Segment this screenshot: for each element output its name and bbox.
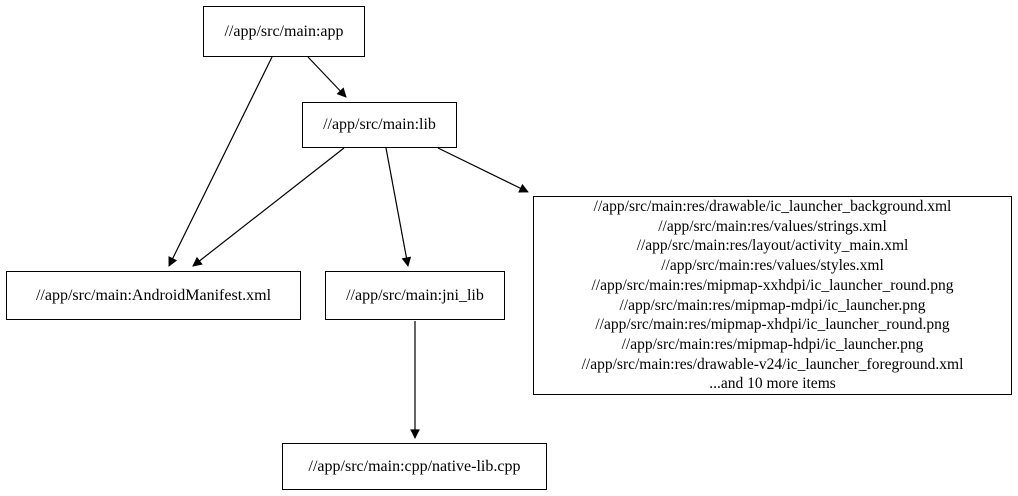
node-lib: //app/src/main:lib: [302, 102, 457, 148]
res-file-line: //app/src/main:res/mipmap-hdpi/ic_launch…: [621, 335, 924, 353]
node-native-lib-cpp: //app/src/main:cpp/native-lib.cpp: [282, 443, 547, 490]
node-android-manifest-label: //app/src/main:AndroidManifest.xml: [35, 286, 272, 304]
node-app: //app/src/main:app: [203, 6, 365, 57]
res-file-line: //app/src/main:res/layout/activity_main.…: [636, 237, 909, 255]
node-jni-lib-label: //app/src/main:jni_lib: [346, 286, 484, 304]
node-android-manifest: //app/src/main:AndroidManifest.xml: [6, 271, 301, 320]
edge-app-to-manifest: [168, 56, 273, 267]
res-file-line: //app/src/main:res/mipmap-xxhdpi/ic_laun…: [591, 276, 954, 294]
node-res-group: //app/src/main:res/drawable/ic_launcher_…: [533, 196, 1012, 395]
node-native-lib-cpp-label: //app/src/main:cpp/native-lib.cpp: [308, 457, 521, 475]
edge-app-to-lib: [307, 56, 347, 98]
res-group-more-items: ...and 10 more items: [709, 375, 836, 393]
node-lib-label: //app/src/main:lib: [323, 116, 436, 134]
edge-lib-to-res-group: [437, 147, 529, 193]
res-file-line: //app/src/main:res/drawable-v24/ic_launc…: [581, 355, 964, 373]
res-file-line: //app/src/main:res/drawable/ic_launcher_…: [593, 197, 952, 215]
res-file-line: //app/src/main:res/values/strings.xml: [658, 217, 887, 235]
res-file-line: //app/src/main:res/mipmap-xhdpi/ic_launc…: [595, 316, 950, 334]
node-app-label: //app/src/main:app: [224, 22, 344, 40]
res-file-line: //app/src/main:res/mipmap-mdpi/ic_launch…: [619, 296, 926, 314]
node-jni-lib: //app/src/main:jni_lib: [325, 271, 505, 320]
edge-lib-to-manifest: [192, 147, 345, 267]
res-file-line: //app/src/main:res/values/styles.xml: [661, 257, 884, 275]
edge-lib-to-jni-lib: [385, 147, 412, 267]
